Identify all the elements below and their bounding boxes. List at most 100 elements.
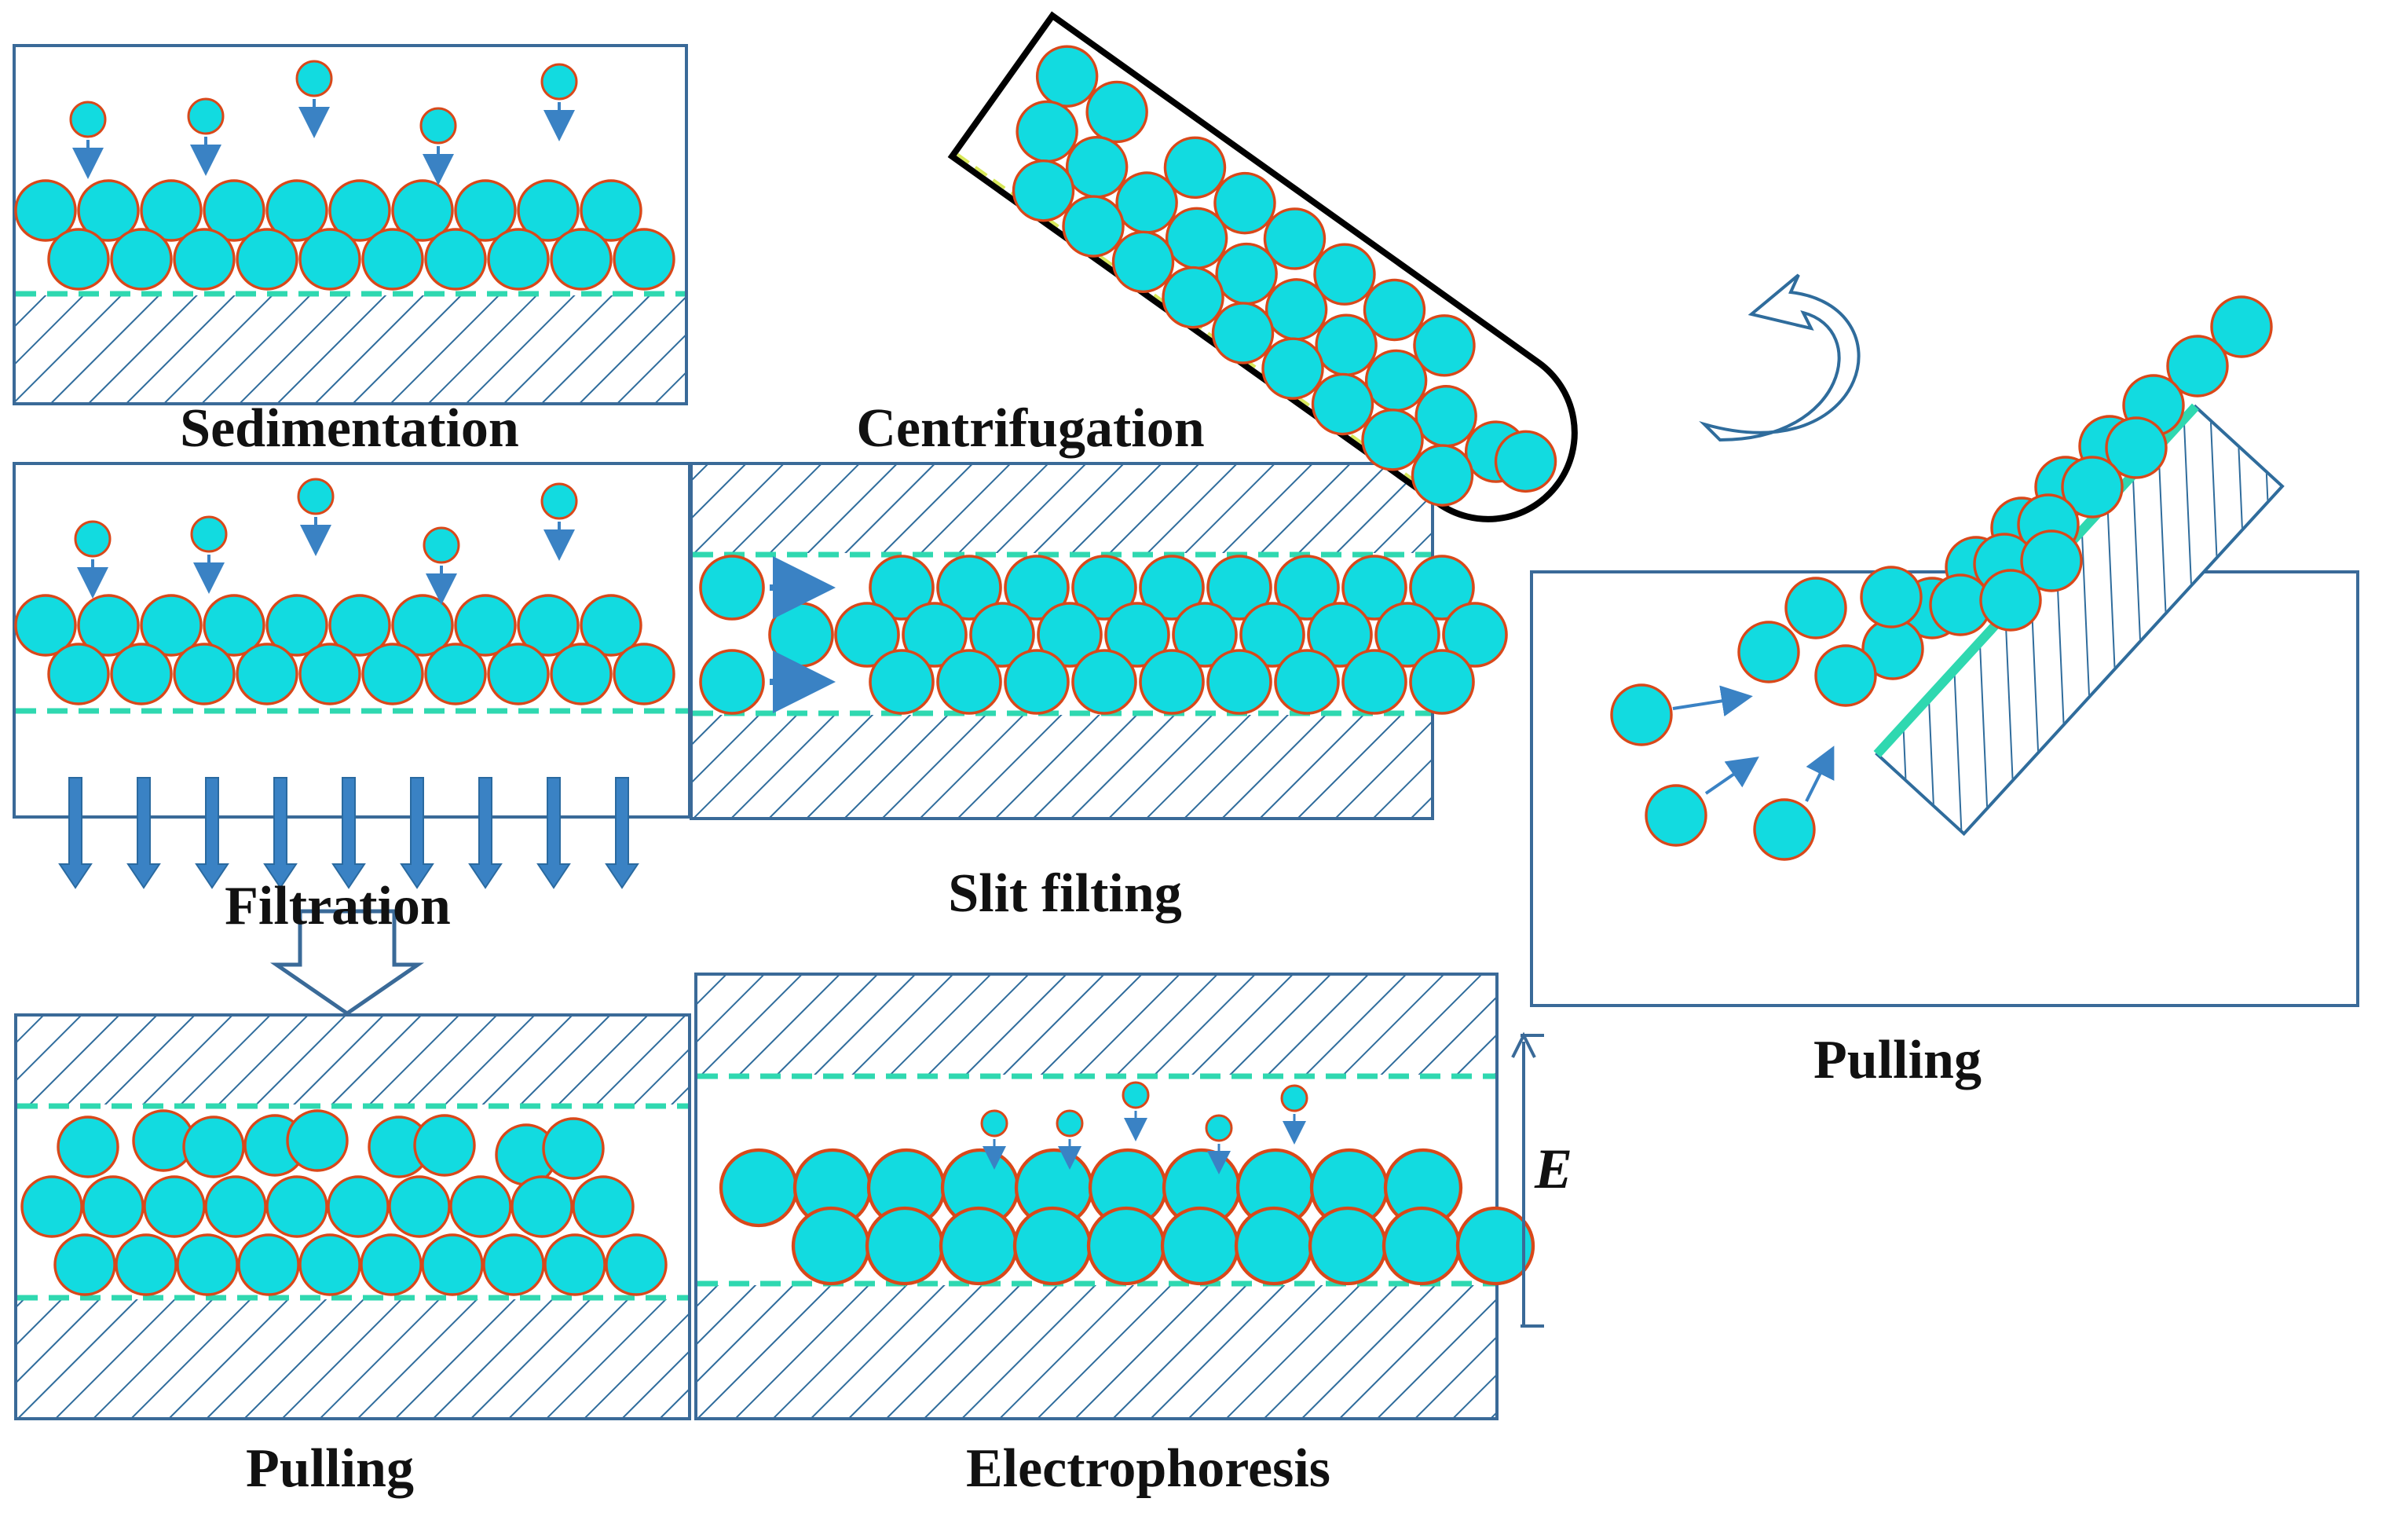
particle xyxy=(1172,602,1238,668)
particle xyxy=(511,1175,573,1238)
particle xyxy=(768,602,834,668)
particle xyxy=(1239,602,1305,668)
particle xyxy=(203,179,265,242)
particle xyxy=(542,1117,605,1180)
filtration-flow-arrows xyxy=(58,777,639,889)
label-filtration: Filtration xyxy=(225,876,451,936)
particle xyxy=(1012,159,1075,222)
particle xyxy=(699,649,765,715)
particle xyxy=(605,1233,668,1296)
particle xyxy=(265,594,328,657)
electrophoresis-panel xyxy=(694,973,1544,1420)
particle xyxy=(14,179,77,242)
particle xyxy=(115,1233,177,1296)
label-sedimentation: Sedimentation xyxy=(180,398,519,459)
electrophoresis-bottom-wall xyxy=(697,1285,1495,1417)
hollow-down-arrow-icon xyxy=(269,909,425,1017)
particle xyxy=(47,228,110,291)
particle xyxy=(53,1233,116,1296)
particle xyxy=(388,1175,451,1238)
particle xyxy=(1261,337,1324,400)
particle xyxy=(550,643,613,705)
particle xyxy=(580,179,642,242)
particle xyxy=(1274,555,1340,621)
particle xyxy=(265,179,328,242)
particle xyxy=(1160,1206,1240,1286)
label-electrophoresis: Electrophoresis xyxy=(966,1438,1330,1499)
particle xyxy=(1111,230,1175,294)
particle xyxy=(1165,207,1228,270)
particle xyxy=(1086,1206,1166,1286)
particle xyxy=(1062,195,1125,258)
pulling-right-particles xyxy=(1610,295,2273,861)
particle xyxy=(1313,243,1376,306)
particle xyxy=(1455,1206,1535,1286)
particle xyxy=(1115,171,1178,234)
particle xyxy=(572,1175,635,1238)
particle xyxy=(517,594,580,657)
motion-arrow-icon xyxy=(1704,756,1759,795)
particle xyxy=(1381,1206,1462,1286)
particle xyxy=(391,594,454,657)
label-pulling-left: Pulling xyxy=(246,1438,414,1499)
particle xyxy=(1979,569,2042,632)
slit-top-wall xyxy=(693,465,1431,553)
particle xyxy=(361,643,424,705)
particle xyxy=(1211,302,1275,365)
particle xyxy=(237,1233,300,1296)
particle xyxy=(295,60,333,97)
particle xyxy=(69,101,107,138)
particle xyxy=(173,228,236,291)
particle xyxy=(719,1148,799,1228)
particle xyxy=(699,555,765,621)
particle xyxy=(939,1206,1019,1286)
motion-arrow-icon xyxy=(1672,685,1753,717)
particle xyxy=(187,97,225,135)
particle xyxy=(869,649,935,715)
particle xyxy=(77,179,140,242)
particle xyxy=(550,228,613,291)
particle xyxy=(110,228,173,291)
slit-panel xyxy=(690,462,1508,820)
particle xyxy=(487,643,550,705)
particle xyxy=(1264,278,1328,341)
particle xyxy=(110,643,173,705)
particle xyxy=(2105,416,2168,479)
flow-arrow-icon xyxy=(263,777,298,889)
pulling-left-top-wall xyxy=(17,1017,688,1105)
particle xyxy=(1206,649,1272,715)
particle xyxy=(190,515,228,553)
particle xyxy=(1104,602,1170,668)
particle xyxy=(1341,649,1407,715)
particle xyxy=(77,594,140,657)
particle xyxy=(1364,349,1428,412)
sedimentation-particles xyxy=(14,60,675,291)
flow-arrow-icon xyxy=(400,777,434,889)
particle xyxy=(143,1175,206,1238)
field-arrow-icon xyxy=(1511,1031,1536,1058)
particle xyxy=(1012,1206,1092,1286)
particle xyxy=(1409,649,1475,715)
particle xyxy=(834,602,900,668)
particle xyxy=(297,478,335,515)
particle xyxy=(1274,649,1340,715)
particle xyxy=(423,526,460,564)
particle xyxy=(1645,784,1707,847)
particle xyxy=(1315,313,1378,376)
filtration-panel xyxy=(13,462,691,1017)
particle xyxy=(173,643,236,705)
electrophoresis-top-wall xyxy=(697,976,1495,1075)
particle xyxy=(869,555,935,621)
particle xyxy=(1037,602,1103,668)
flow-arrow-icon xyxy=(195,777,229,889)
particle xyxy=(969,602,1035,668)
particle xyxy=(449,1175,512,1238)
centrifugation-tube xyxy=(947,11,1578,522)
particle xyxy=(1234,1206,1314,1286)
flow-arrow-icon xyxy=(536,777,571,889)
particle xyxy=(1205,1114,1233,1142)
particle xyxy=(298,1233,361,1296)
particle xyxy=(613,228,675,291)
particle xyxy=(1442,602,1508,668)
